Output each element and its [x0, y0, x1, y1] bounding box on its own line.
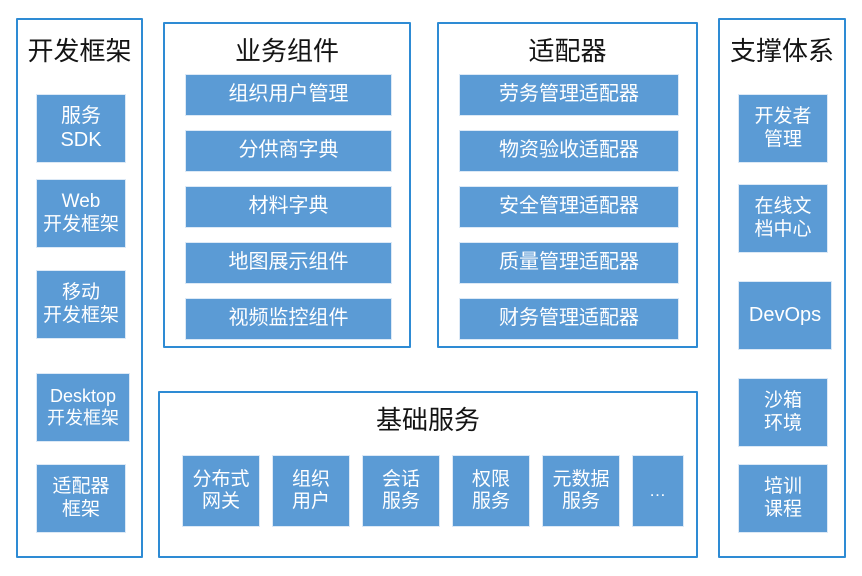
- box-adapter-finance-management[interactable]: 财务管理适配器: [459, 298, 679, 340]
- box-base-org-user[interactable]: 组织 用户: [272, 455, 350, 527]
- box-biz-map-display-component[interactable]: 地图展示组件: [185, 242, 392, 284]
- box-dev-adapter-framework[interactable]: 适配器 框架: [36, 464, 126, 533]
- box-base-session-service[interactable]: 会话 服务: [362, 455, 440, 527]
- box-biz-supplier-dictionary[interactable]: 分供商字典: [185, 130, 392, 172]
- panel-title-support-system: 支撑体系: [729, 36, 834, 66]
- box-base-distributed-gateway[interactable]: 分布式 网关: [182, 455, 260, 527]
- panel-dev-framework: 开发框架 服务 SDK Web 开发框架 移动 开发框架 Desktop 开发框…: [16, 18, 143, 558]
- box-dev-web-framework[interactable]: Web 开发框架: [36, 179, 126, 248]
- panel-support-system: 支撑体系 开发者 管理 在线文 档中心 DevOps 沙箱 环境 培训 课程: [718, 18, 846, 558]
- box-biz-org-user-management[interactable]: 组织用户管理: [185, 74, 392, 116]
- box-support-devops[interactable]: DevOps: [738, 281, 832, 350]
- box-biz-material-dictionary[interactable]: 材料字典: [185, 186, 392, 228]
- panel-business-components: 业务组件 组织用户管理 分供商字典 材料字典 地图展示组件 视频监控组件: [163, 22, 411, 348]
- box-base-permission-service[interactable]: 权限 服务: [452, 455, 530, 527]
- box-dev-desktop-framework[interactable]: Desktop 开发框架: [36, 373, 130, 442]
- box-adapter-material-acceptance[interactable]: 物资验收适配器: [459, 130, 679, 172]
- box-dev-service-sdk[interactable]: 服务 SDK: [36, 94, 126, 163]
- panel-title-adapters: 适配器: [528, 36, 607, 66]
- panel-title-dev-framework: 开发框架: [27, 36, 132, 66]
- box-support-sandbox-environment[interactable]: 沙箱 环境: [738, 378, 828, 447]
- box-dev-mobile-framework[interactable]: 移动 开发框架: [36, 270, 126, 339]
- panel-base-services: 基础服务 分布式 网关 组织 用户 会话 服务 权限 服务 元数据 服务 …: [158, 391, 698, 558]
- box-base-metadata-service[interactable]: 元数据 服务: [542, 455, 620, 527]
- panel-title-base-services: 基础服务: [375, 405, 480, 435]
- panel-title-business-components: 业务组件: [234, 36, 339, 66]
- box-support-online-doc-center[interactable]: 在线文 档中心: [738, 184, 828, 253]
- box-adapter-safety-management[interactable]: 安全管理适配器: [459, 186, 679, 228]
- box-adapter-labor-management[interactable]: 劳务管理适配器: [459, 74, 679, 116]
- box-support-training-course[interactable]: 培训 课程: [738, 464, 828, 533]
- box-support-developer-management[interactable]: 开发者 管理: [738, 94, 828, 163]
- box-adapter-quality-management[interactable]: 质量管理适配器: [459, 242, 679, 284]
- box-base-more-ellipsis[interactable]: …: [632, 455, 684, 527]
- box-biz-video-monitor-component[interactable]: 视频监控组件: [185, 298, 392, 340]
- panel-adapters: 适配器 劳务管理适配器 物资验收适配器 安全管理适配器 质量管理适配器 财务管理…: [437, 22, 698, 348]
